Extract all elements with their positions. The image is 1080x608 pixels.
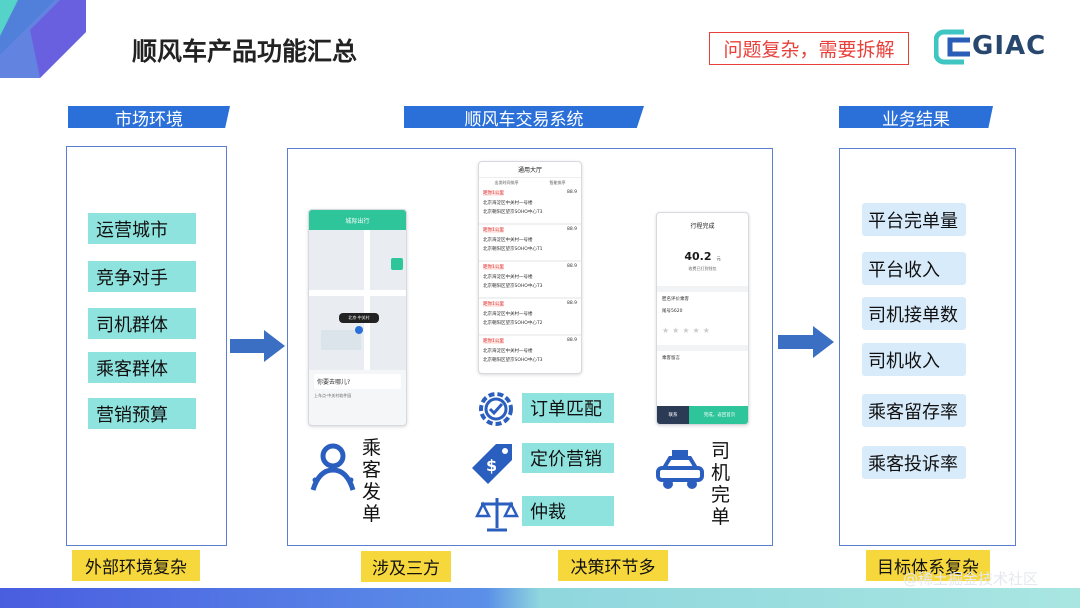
rate-title: 匿名评价乘客 <box>662 297 689 302</box>
header-market: 市场环境 <box>68 106 230 128</box>
market-item: 运营城市 <box>88 213 196 244</box>
result-item: 司机收入 <box>862 343 966 376</box>
market-item: 营销预算 <box>88 398 196 429</box>
logo-mark-icon <box>933 29 970 65</box>
map-view: 北京·中关村 <box>309 230 406 370</box>
svg-text:$: $ <box>486 456 497 475</box>
logo-text: GIAC <box>972 31 1047 61</box>
market-item: 竞争对手 <box>88 261 196 292</box>
giac-logo: GIAC <box>933 26 1064 68</box>
system-item: 仲裁 <box>522 496 614 526</box>
search-field[interactable]: 你要去哪儿? <box>314 374 401 389</box>
result-item: 司机接单数 <box>862 297 966 330</box>
footer-tag-third-party: 涉及三方 <box>361 551 451 582</box>
market-panel <box>66 146 227 546</box>
finish-button[interactable]: 完成，返回首页 <box>689 406 748 424</box>
phone-passenger-map: 城际出行 北京·中关村 你要去哪儿? 上车点·中关村软件园 <box>308 209 407 426</box>
contact-button[interactable]: 联系 <box>657 406 689 424</box>
list-header: 通用大厅 <box>479 162 581 178</box>
header-results: 业务结果 <box>839 106 993 128</box>
passenger-id: 尾号5620 <box>662 309 683 314</box>
phone-trip-complete: 行程完成 40.2 元 收费已打到钱包 匿名评价乘客 尾号5620 ★★★★★ … <box>656 212 749 425</box>
map-pin-bubble: 北京·中关村 <box>339 313 379 323</box>
map-bottom-text: 上车点·中关村软件园 <box>314 393 352 398</box>
footer-tag-external: 外部环境复杂 <box>72 550 200 581</box>
star-rating[interactable]: ★★★★★ <box>662 326 713 335</box>
result-item: 乘客投诉率 <box>862 446 966 479</box>
header-system: 顺风车交易系统 <box>404 106 644 128</box>
watermark: @稀土掘金技术社区 <box>903 570 1039 588</box>
car-icon <box>656 450 704 489</box>
passenger-icon <box>310 443 356 491</box>
done-amount: 40.2 <box>684 250 712 263</box>
arrow-right-icon <box>230 330 285 362</box>
driver-label: 司 机 完 单 <box>711 440 731 528</box>
map-pin-icon <box>355 326 363 334</box>
footer-tag-decisions: 决策环节多 <box>558 550 668 581</box>
market-item: 乘客群体 <box>88 352 196 383</box>
passenger-label: 乘 客 发 单 <box>362 437 382 525</box>
result-item: 平台完单量 <box>862 203 966 236</box>
arrow-right-icon <box>778 326 834 358</box>
done-header: 行程完成 <box>690 222 715 230</box>
result-item: 乘客留存率 <box>862 394 966 427</box>
passenger-tip: 乘客留言 <box>662 356 680 361</box>
system-item: 定价营销 <box>522 443 614 473</box>
footer-tag-metrics: 目标体系复杂 <box>866 550 990 581</box>
filter-smart[interactable]: 智能排序 <box>549 180 566 185</box>
filter-time[interactable]: 出发时间排序 <box>494 180 519 185</box>
system-item: 订单匹配 <box>522 393 614 423</box>
alert-box: 问题复杂，需要拆解 <box>709 32 909 65</box>
car-marker-icon <box>391 258 403 270</box>
result-item: 平台收入 <box>862 252 966 285</box>
market-item: 司机群体 <box>88 308 196 339</box>
corner-decoration <box>0 0 86 78</box>
scale-icon <box>475 498 519 532</box>
slide-title: 顺风车产品功能汇总 <box>132 37 358 66</box>
bottom-stripe <box>0 588 1080 608</box>
map-header: 城际出行 <box>309 210 406 230</box>
price-tag-icon: $ <box>472 444 512 484</box>
gear-check-icon <box>479 392 513 426</box>
